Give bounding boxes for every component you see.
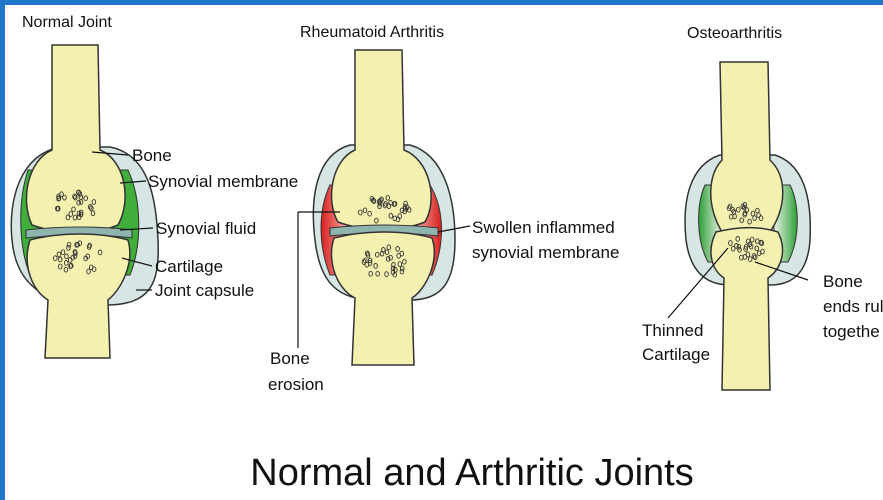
label-bone-ends-line3: togethe (823, 322, 880, 341)
label-bone-ends-line1: Bone (823, 272, 863, 291)
main-title: Normal and Arthritic Joints (250, 452, 694, 494)
label-synovial-membrane: Synovial membrane (148, 172, 298, 191)
label-swollen-line2: synovial membrane (472, 243, 619, 262)
label-joint-capsule: Joint capsule (155, 281, 254, 300)
label-erosion-line2: erosion (268, 375, 324, 394)
label-bone-ends-line2: ends rul (823, 297, 883, 316)
osteo-joint (668, 62, 810, 390)
joints-illustration: Normal Joint Rheumatoid Arthritis Osteoa… (5, 5, 883, 500)
osteo-lower-bone (711, 228, 783, 391)
label-swollen-line1: Swollen inflammed (472, 218, 615, 237)
label-thinned-line2: Cartilage (642, 345, 710, 364)
label-synovial-fluid: Synovial fluid (156, 219, 256, 238)
osteo-upper-bone (711, 62, 783, 235)
normal-joint (11, 45, 158, 358)
label-thinned-line1: Thinned (642, 321, 703, 340)
label-bone: Bone (132, 146, 172, 165)
normal-upper-bone (26, 45, 125, 233)
rheumatoid-joint (298, 50, 470, 365)
label-erosion-line1: Bone (270, 349, 310, 368)
label-cartilage: Cartilage (155, 257, 223, 276)
title-normal-joint: Normal Joint (22, 14, 112, 31)
title-rheumatoid: Rheumatoid Arthritis (300, 24, 444, 41)
title-osteoarthritis: Osteoarthritis (687, 25, 782, 42)
